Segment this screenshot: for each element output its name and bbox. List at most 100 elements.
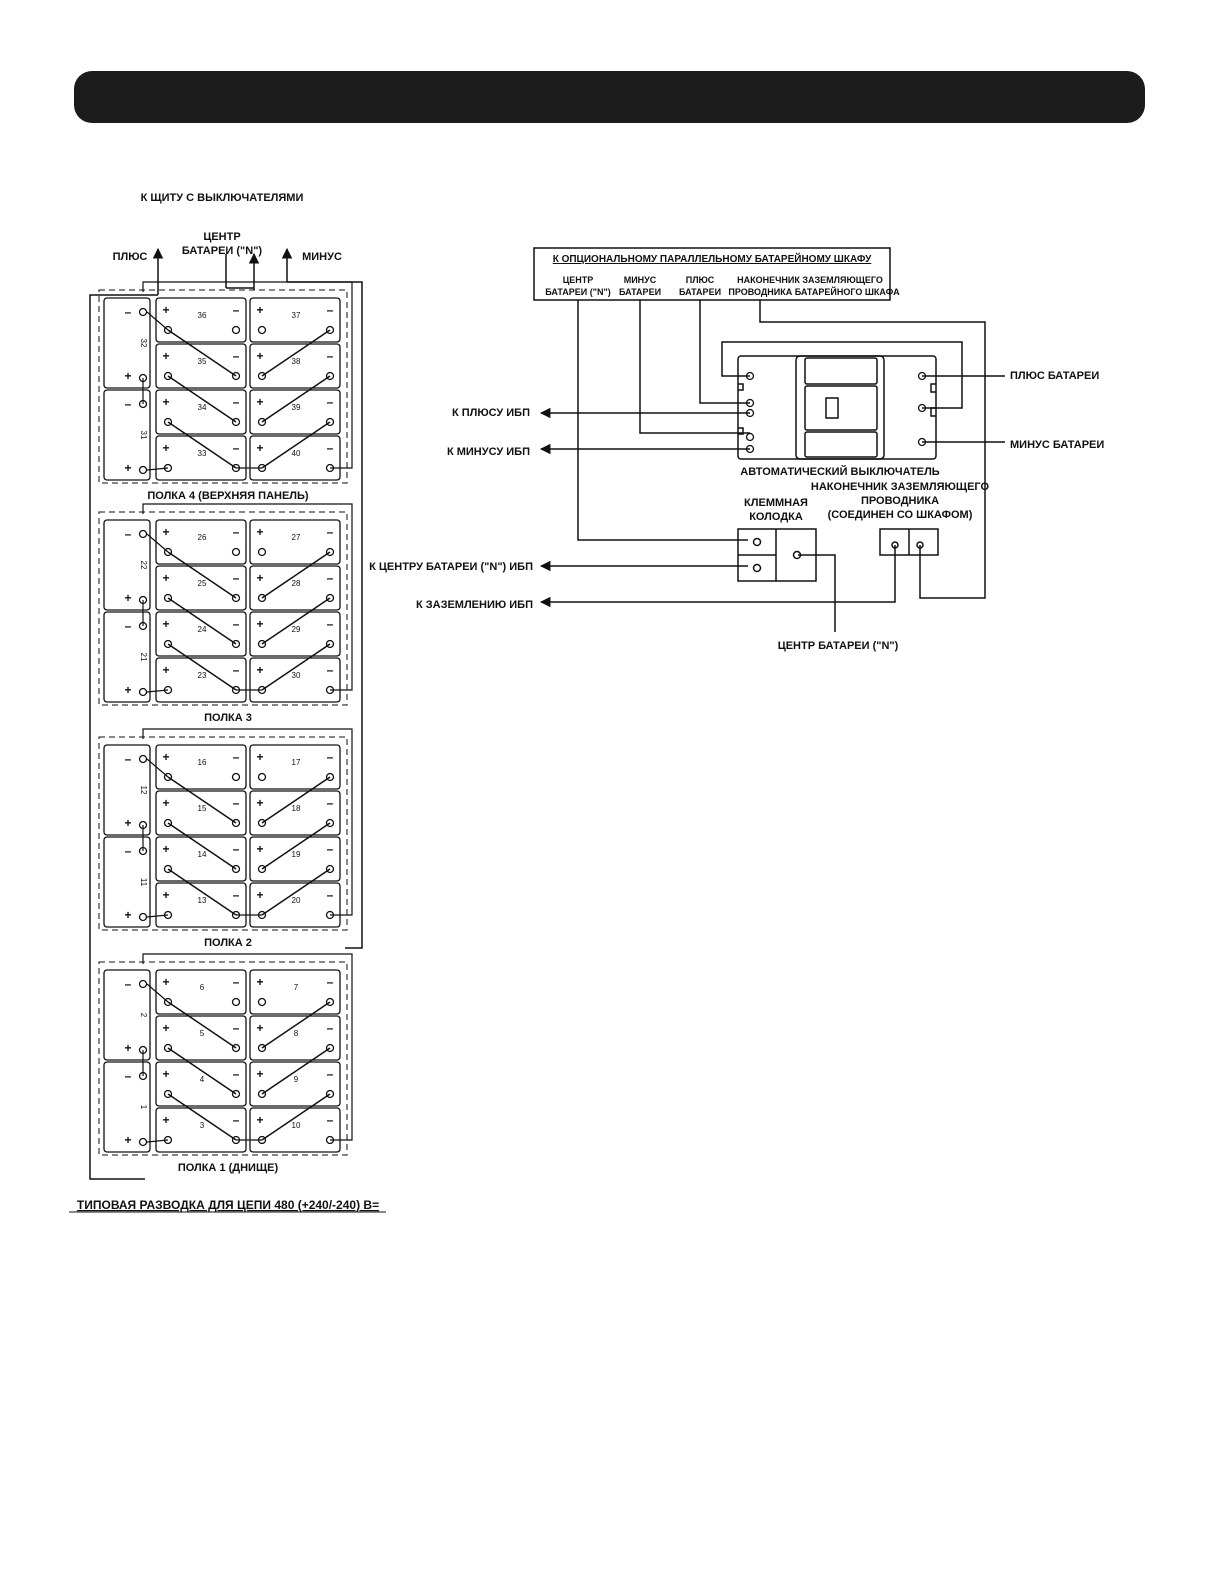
plus-sign: +	[256, 888, 263, 902]
battery-18	[249, 790, 341, 836]
battery-22	[103, 519, 151, 611]
to-ups-ground-label: К ЗАЗЕМЛЕНИЮ ИБП	[416, 599, 533, 611]
center-label-line2: БАТАРЕИ ("N")	[182, 245, 263, 257]
battery-number: 32	[139, 339, 148, 348]
plus-sign: +	[256, 349, 263, 363]
shelf-label: ПОЛКА 1 (ДНИЩЕ)	[178, 1162, 279, 1174]
battery-number: 38	[292, 357, 301, 366]
battery-number: 21	[139, 653, 148, 662]
battery-number: 12	[139, 786, 148, 795]
terminal-label-line1: КЛЕММНАЯ	[744, 497, 808, 509]
minus-sign: –	[327, 441, 334, 455]
plus-sign: +	[162, 441, 169, 455]
header-bar	[74, 71, 1145, 123]
plus-sign: +	[124, 1133, 131, 1147]
center-n-label: ЦЕНТР БАТАРЕИ ("N")	[778, 640, 899, 652]
plus-sign: +	[256, 525, 263, 539]
plus-sign: +	[162, 842, 169, 856]
plus-sign: +	[162, 571, 169, 585]
minus-sign: –	[327, 975, 334, 989]
minus-sign: –	[233, 571, 240, 585]
battery-number: 17	[292, 758, 301, 767]
battery-number: 4	[200, 1075, 205, 1084]
battery-number: 19	[292, 850, 301, 859]
plus-sign: +	[124, 591, 131, 605]
minus-sign: –	[233, 441, 240, 455]
battery-29	[249, 611, 341, 657]
battery-2	[103, 969, 151, 1061]
battery-number: 3	[200, 1121, 205, 1130]
plus-sign: +	[162, 525, 169, 539]
battery-number: 7	[294, 983, 299, 992]
minus-sign: –	[327, 617, 334, 631]
minus-sign: –	[125, 844, 132, 858]
right-wires	[539, 300, 1005, 632]
optional-cabinet-box	[533, 247, 891, 301]
battery-37	[249, 297, 341, 343]
minus-sign: –	[233, 1021, 240, 1035]
battery-number: 18	[292, 804, 301, 813]
minus-label: МИНУС	[302, 251, 342, 263]
to-breaker-panel-label: К ЩИТУ С ВЫКЛЮЧАТЕЛЯМИ	[141, 192, 304, 204]
battery-number: 28	[292, 579, 301, 588]
to-ups-plus-label: К ПЛЮСУ ИБП	[452, 407, 530, 419]
col-ground-line2: ПРОВОДНИКА БАТАРЕЙНОГО ШКАФА	[728, 286, 900, 297]
battery-number: 33	[198, 449, 207, 458]
minus-sign: –	[327, 1067, 334, 1081]
minus-sign: –	[125, 305, 132, 319]
battery-number: 27	[292, 533, 301, 542]
battery-number: 10	[292, 1121, 301, 1130]
to-ups-minus-label: К МИНУСУ ИБП	[447, 446, 530, 458]
battery-11	[103, 836, 151, 928]
shelf-2: ПОЛКА 212–+11–+16+–15+–14+–13+–17+–18+–1…	[98, 728, 353, 949]
plus-sign: +	[256, 842, 263, 856]
battery-40	[249, 435, 341, 481]
shelf-4: ПОЛКА 4 (ВЕРХНЯЯ ПАНЕЛЬ)32–+31–+36+–35+–…	[98, 281, 353, 502]
plus-sign: +	[124, 369, 131, 383]
plus-sign: +	[124, 908, 131, 922]
plus-sign: +	[256, 975, 263, 989]
minus-sign: –	[327, 395, 334, 409]
plus-sign: +	[162, 975, 169, 989]
battery-8	[249, 1015, 341, 1061]
battery-4	[155, 1061, 247, 1107]
col-ground-line1: НАКОНЕЧНИК ЗАЗЕМЛЯЮЩЕГО	[737, 275, 883, 285]
plus-sign: +	[162, 395, 169, 409]
battery-21	[103, 611, 151, 703]
minus-sign: –	[327, 349, 334, 363]
caption: ТИПОВАЯ РАЗВОДКА ДЛЯ ЦЕПИ 480 (+240/-240…	[77, 1198, 379, 1212]
minus-sign: –	[327, 1021, 334, 1035]
plus-sign: +	[256, 1067, 263, 1081]
plus-sign: +	[162, 303, 169, 317]
plus-sign: +	[162, 1067, 169, 1081]
battery-20	[249, 882, 341, 928]
shelf-label: ПОЛКА 2	[204, 937, 252, 949]
battery-33	[155, 435, 247, 481]
battery-17	[249, 744, 341, 790]
battery-number: 39	[292, 403, 301, 412]
plus-sign: +	[124, 683, 131, 697]
minus-sign: –	[327, 303, 334, 317]
battery-number: 35	[198, 357, 207, 366]
battery-plus-label: ПЛЮС БАТАРЕИ	[1010, 370, 1099, 382]
plus-label: ПЛЮС	[113, 251, 148, 263]
battery-number: 6	[200, 983, 205, 992]
battery-12	[103, 744, 151, 836]
minus-sign: –	[233, 796, 240, 810]
minus-sign: –	[233, 1067, 240, 1081]
plus-sign: +	[162, 1113, 169, 1127]
plus-sign: +	[162, 663, 169, 677]
minus-sign: –	[233, 1113, 240, 1127]
col-minus-line2: БАТАРЕИ	[619, 287, 661, 297]
battery-9	[249, 1061, 341, 1107]
battery-number: 20	[292, 896, 301, 905]
plus-sign: +	[162, 617, 169, 631]
battery-number: 16	[198, 758, 207, 767]
battery-7	[249, 969, 341, 1015]
minus-sign: –	[125, 619, 132, 633]
plus-sign: +	[256, 750, 263, 764]
terminal-block	[737, 528, 817, 582]
col-center-line1: ЦЕНТР	[563, 275, 594, 285]
col-center-line2: БАТАРЕИ ("N")	[545, 287, 611, 297]
minus-sign: –	[327, 796, 334, 810]
